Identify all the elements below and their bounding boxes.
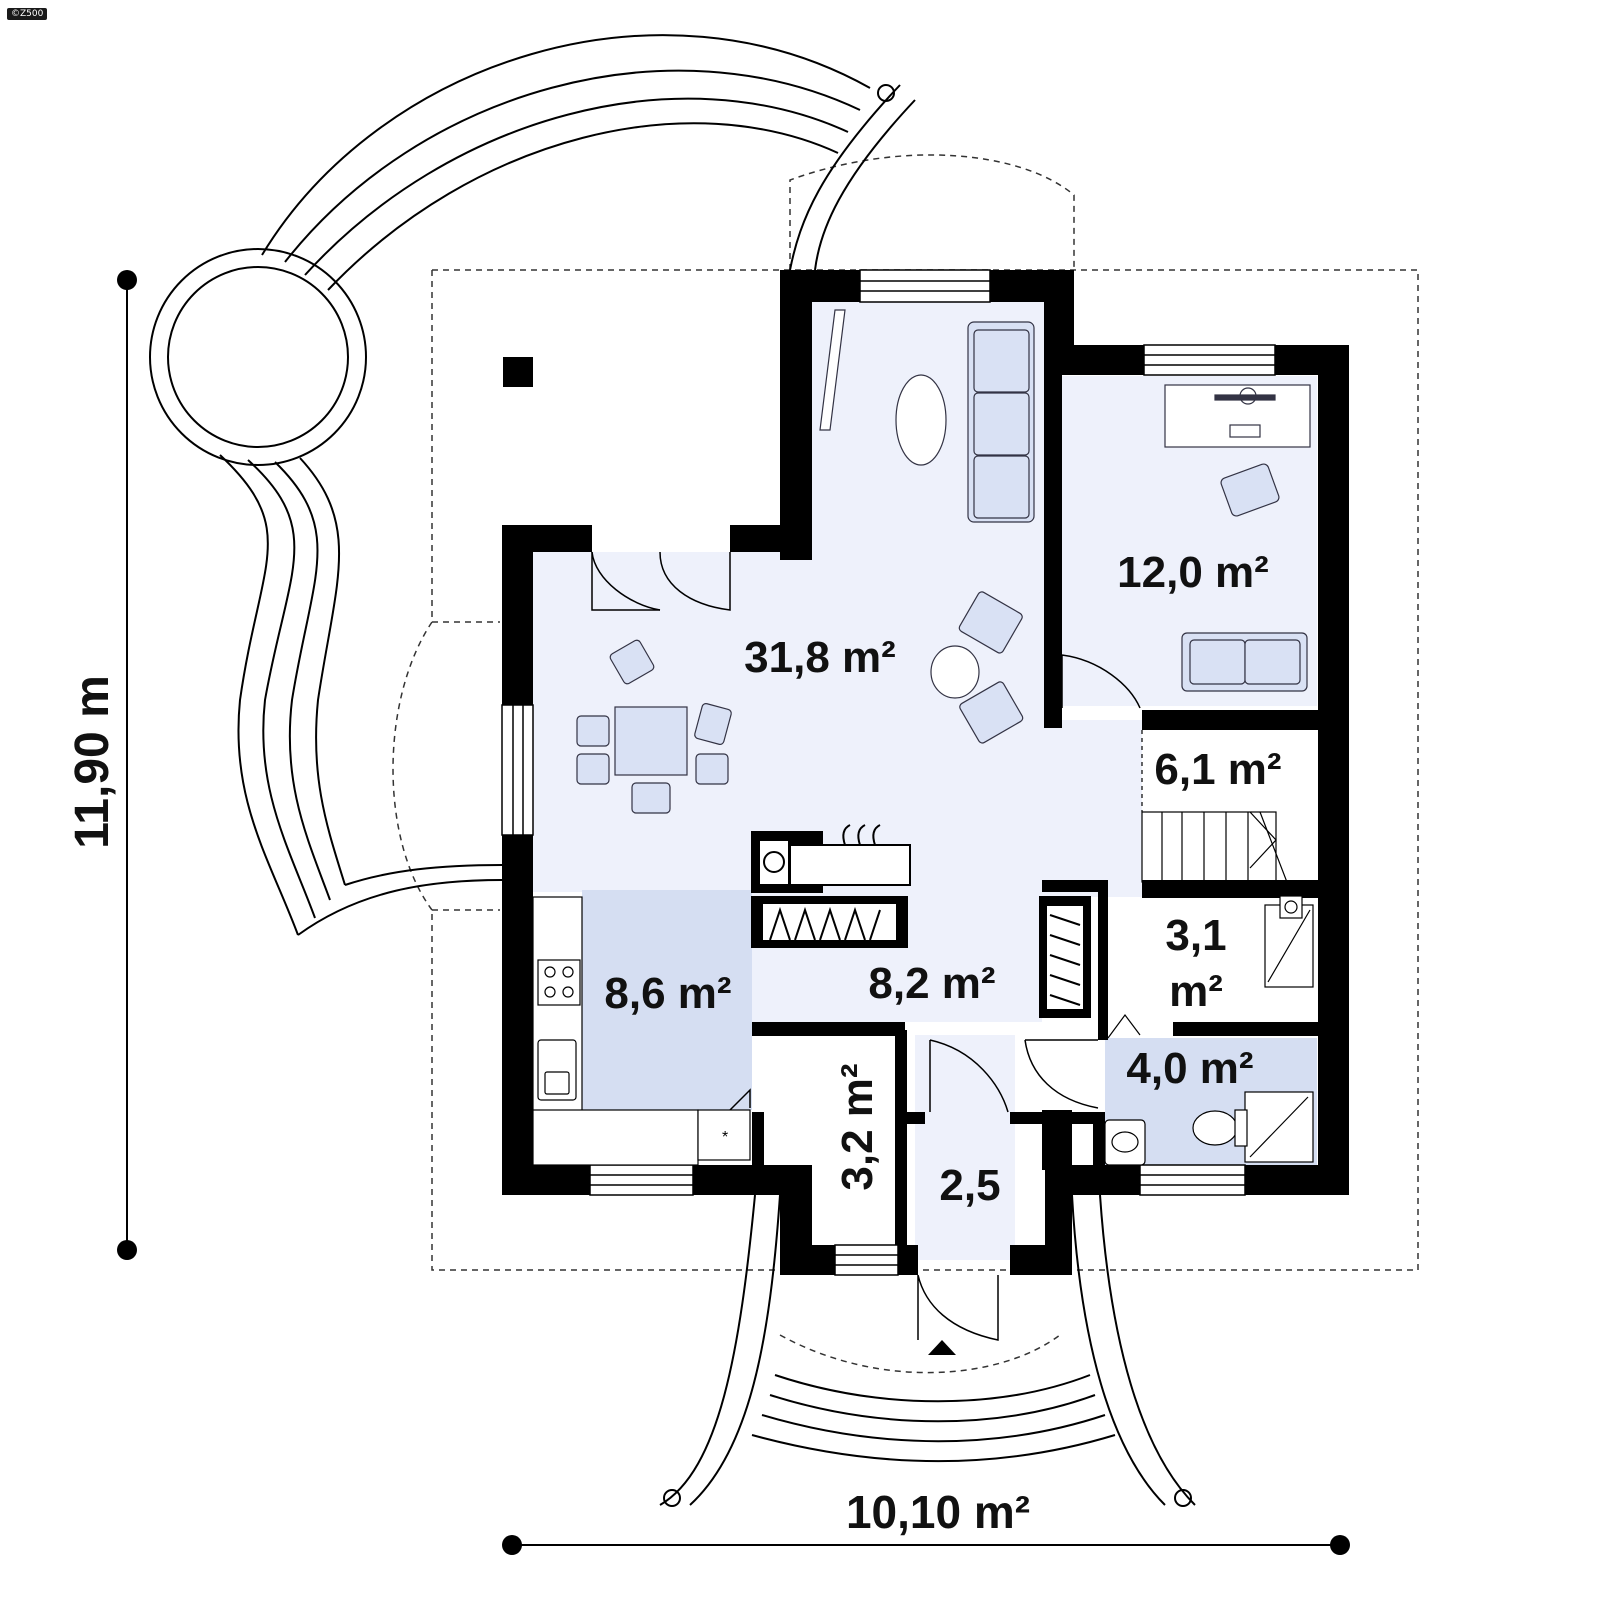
height-dimension-label: 11,90 m xyxy=(66,675,119,848)
doors xyxy=(591,551,1141,1341)
svg-text:*: * xyxy=(722,1129,728,1146)
windows xyxy=(501,269,1276,1276)
vestibule-area: 2,5 xyxy=(939,1161,1000,1210)
dimension-width xyxy=(502,1535,1350,1555)
dimension-height xyxy=(117,270,137,1260)
terrace-steps xyxy=(149,34,916,936)
storage-area: 3,2 m² xyxy=(833,1063,882,1190)
living-furniture xyxy=(576,309,1035,814)
bath-fixtures xyxy=(1104,895,1314,1166)
copyright-badge: ©Z500 xyxy=(7,8,48,20)
hall-area: 8,2 m² xyxy=(868,959,995,1008)
fireplace xyxy=(751,824,911,893)
study-area: 12,0 m² xyxy=(1117,548,1269,597)
pillar xyxy=(503,357,533,387)
study-furniture xyxy=(1164,384,1311,692)
roof-outline xyxy=(392,154,1419,1374)
wardrobe-hall xyxy=(751,896,908,948)
wc-area-number: 3,1 xyxy=(1165,911,1226,960)
kitchen-area: 8,6 m² xyxy=(604,969,731,1018)
entrance-steps xyxy=(659,1194,1196,1507)
bathroom-area: 4,0 m² xyxy=(1126,1044,1253,1093)
stair-area: 6,1 m² xyxy=(1154,745,1281,794)
wardrobe-side xyxy=(1039,896,1091,1018)
kitchen-units: * xyxy=(532,896,751,1166)
width-dimension-label: 10,10 m² xyxy=(846,1486,1030,1538)
walls xyxy=(502,270,1349,1275)
staircase xyxy=(1141,730,1291,891)
entrance-arrow xyxy=(928,1340,956,1355)
living-room-area: 31,8 m² xyxy=(744,633,896,682)
wc-area-unit: m² xyxy=(1169,967,1223,1016)
